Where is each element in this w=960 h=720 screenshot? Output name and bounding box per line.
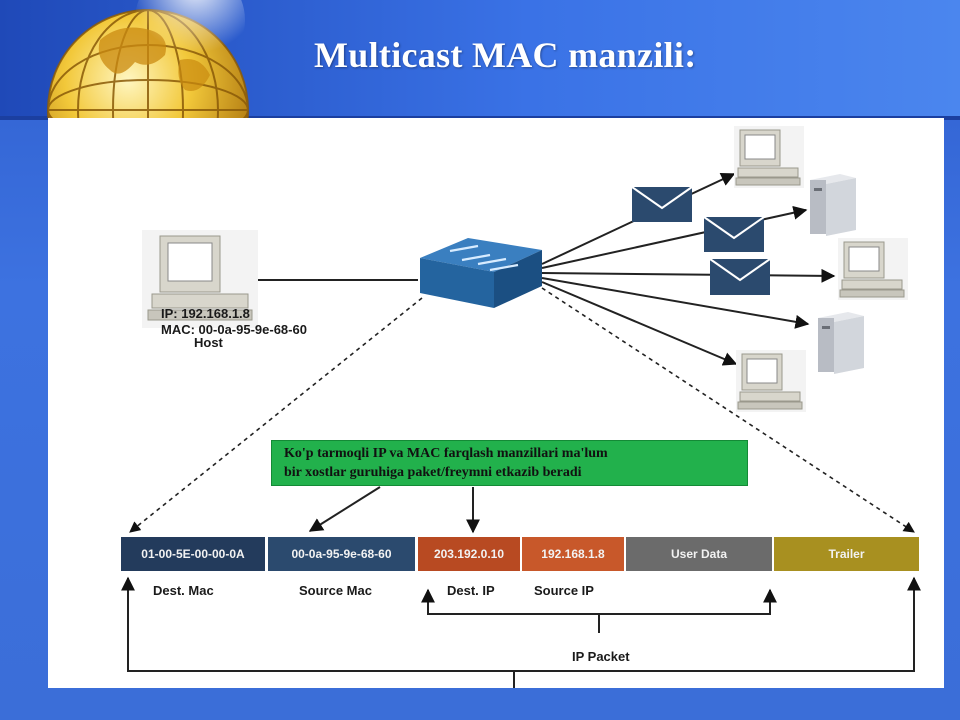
frame-cell-user-data: User Data	[626, 537, 772, 571]
frame-cell-dest-ip: 203.192.0.10	[418, 537, 520, 571]
host-label: Host	[194, 335, 223, 350]
envelope-icon	[631, 186, 693, 222]
envelope-icon	[709, 258, 771, 295]
switch-icon	[420, 238, 542, 308]
diagram-svg	[121, 126, 921, 688]
caption-dest-ip: Dest. IP	[447, 583, 495, 598]
frame-cell-source-mac: 00-0a-95-9e-68-60	[268, 537, 415, 571]
host-computer-icon	[142, 230, 258, 328]
link-to-pc-2	[541, 268, 836, 283]
frame-bracket	[121, 576, 921, 672]
frame-cell-dest-mac: 01-00-5E-00-00-0A	[121, 537, 265, 571]
callout-arrow-mac	[308, 486, 381, 532]
callout-line-1: Ko'p tarmoqli IP va MAC farqlash manzill…	[284, 446, 608, 461]
server-icon	[818, 312, 864, 374]
slide-title: Multicast MAC manzili:	[314, 35, 697, 75]
globe-logo	[47, 0, 249, 118]
host-ip: IP: 192.168.1.8	[161, 306, 250, 321]
caption-source-mac: Source Mac	[299, 583, 372, 598]
dashed-arrow-right	[541, 287, 915, 533]
link-to-pc-3	[541, 281, 738, 366]
server-icon	[810, 174, 856, 236]
dashed-arrow-left	[129, 297, 423, 533]
multicast-callout: Ko'p tarmoqli IP va MAC farqlash manzill…	[271, 440, 748, 486]
frame-cell-source-ip: 192.168.1.8	[522, 537, 624, 571]
caption-ip-packet: IP Packet	[572, 649, 630, 664]
caption-dest-mac: Dest. Mac	[153, 583, 214, 598]
computer-icon	[736, 350, 806, 412]
diagram-canvas: IP: 192.168.1.8 MAC: 00-0a-95-9e-68-60	[48, 118, 944, 688]
computer-icon	[734, 126, 804, 188]
link-to-server-2	[541, 277, 810, 329]
host-mac: MAC: 00-0a-95-9e-68-60	[161, 322, 307, 337]
frame-cell-trailer: Trailer	[774, 537, 919, 571]
envelope-icon	[703, 216, 765, 252]
callout-line-2: bir xostlar guruhiga paket/freymni etkaz…	[284, 465, 582, 480]
host-address-info: IP: 192.168.1.8 MAC: 00-0a-95-9e-68-60	[161, 306, 307, 338]
caption-source-ip: Source IP	[534, 583, 594, 598]
computer-icon	[838, 238, 908, 300]
